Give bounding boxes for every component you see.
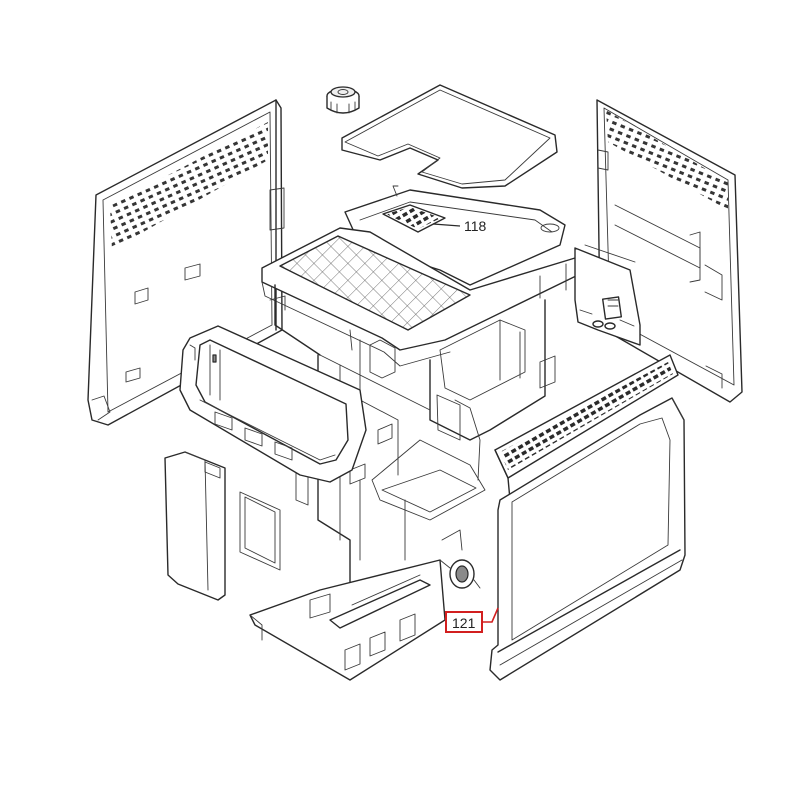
filter-screen-part: [344, 185, 566, 286]
left-door: [164, 451, 281, 601]
callout-121: 121: [445, 607, 499, 633]
callout-118-label: 118: [464, 218, 487, 234]
circuit-board: [574, 244, 641, 346]
callout-118: 118: [432, 218, 487, 234]
front-control-frame: [179, 325, 367, 483]
central-valve: [439, 529, 481, 589]
top-frame: [261, 227, 579, 367]
knob: [326, 86, 360, 114]
lower-base: [249, 559, 446, 681]
callout-121-label: 121: [452, 615, 476, 631]
front-panel-121: [489, 397, 686, 681]
top-lid: [341, 84, 558, 189]
drip-tray-grille: [494, 354, 679, 501]
